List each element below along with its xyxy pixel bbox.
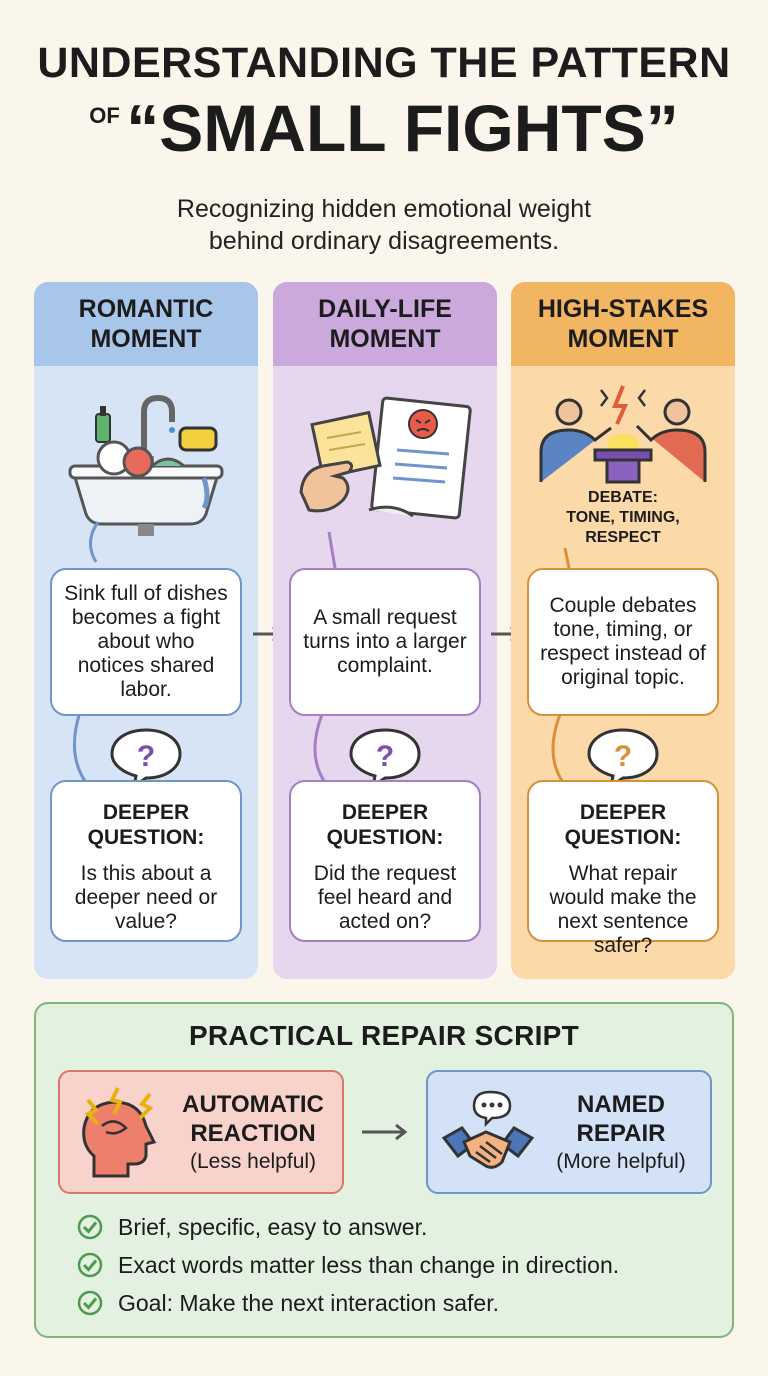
subtitle: Recognizing hidden emotional weight behi… bbox=[0, 193, 768, 257]
check-text: Goal: Make the next interaction safer. bbox=[118, 1289, 499, 1316]
deeper-question-text: Did the request feel heard and acted on? bbox=[313, 862, 457, 933]
question-icon: ? bbox=[349, 728, 421, 788]
named-label-2: REPAIR bbox=[576, 1120, 666, 1147]
caption-line-1: DEBATE: bbox=[588, 489, 658, 506]
column-romantic: ROMANTIC MOMENT Sink full of dishes beco… bbox=[34, 282, 258, 979]
page-title: UNDERSTANDING THE PATTERN OF “SMALL FIGH… bbox=[0, 39, 768, 162]
deeper-question-text: Is this about a deeper need or value? bbox=[74, 862, 218, 933]
check-list: Brief, specific, easy to answer. Exact w… bbox=[76, 1208, 619, 1322]
heading-line-2: MOMENT bbox=[329, 325, 441, 353]
subtitle-line-2: behind ordinary disagreements. bbox=[208, 227, 560, 255]
svg-text:?: ? bbox=[376, 740, 394, 773]
auto-sub: (Less helpful) bbox=[189, 1150, 317, 1173]
deeper-question-title: DEEPER QUESTION: bbox=[88, 800, 205, 850]
title-of: OF bbox=[89, 103, 120, 128]
check-text: Brief, specific, easy to answer. bbox=[118, 1213, 428, 1240]
svg-text:?: ? bbox=[137, 740, 155, 773]
heading-line-2: MOMENT bbox=[90, 325, 202, 353]
column-daily-life: DAILY-LIFE MOMENT A small request turns … bbox=[273, 282, 497, 979]
dq-title-line-1: DEEPER bbox=[579, 801, 667, 824]
deeper-question-title: DEEPER QUESTION: bbox=[565, 800, 682, 850]
column-heading: DAILY-LIFE MOMENT bbox=[273, 282, 497, 366]
caption-line-2: TONE, TIMING, bbox=[566, 509, 680, 526]
deeper-question-text: What repair would make the next sentence… bbox=[549, 862, 697, 957]
subtitle-line-1: Recognizing hidden emotional weight bbox=[176, 195, 592, 223]
list-item: Exact words matter less than change in d… bbox=[76, 1246, 619, 1284]
named-label-1: NAMED bbox=[577, 1091, 665, 1118]
heading-line-1: HIGH-STAKES bbox=[537, 295, 709, 323]
heading-line-1: ROMANTIC bbox=[78, 295, 214, 323]
note-complaint-icon bbox=[299, 396, 472, 520]
deeper-question-bubble: DEEPER QUESTION: Is this about a deeper … bbox=[50, 780, 242, 942]
automatic-reaction-box: AUTOMATIC REACTION (Less helpful) bbox=[58, 1070, 344, 1194]
debate-caption: DEBATE: TONE, TIMING, RESPECT bbox=[511, 488, 735, 548]
list-item: Brief, specific, easy to answer. bbox=[76, 1208, 619, 1246]
statement-bubble: Sink full of dishes becomes a fight abou… bbox=[50, 568, 242, 716]
caption-line-3: RESPECT bbox=[585, 529, 661, 546]
check-circle-icon bbox=[77, 1214, 103, 1240]
automatic-reaction-text: AUTOMATIC REACTION (Less helpful) bbox=[168, 1090, 338, 1175]
heading-line-1: DAILY-LIFE bbox=[318, 295, 452, 323]
statement-bubble: A small request turns into a larger comp… bbox=[289, 568, 481, 716]
title-small-fights: “SMALL FIGHTS” bbox=[126, 91, 679, 165]
check-circle-icon bbox=[77, 1290, 103, 1316]
list-item: Goal: Make the next interaction safer. bbox=[76, 1284, 619, 1322]
dq-title-line-2: QUESTION: bbox=[326, 826, 444, 849]
column-heading: ROMANTIC MOMENT bbox=[34, 282, 258, 366]
handshake-icon bbox=[441, 1090, 535, 1169]
question-icon: ? bbox=[587, 728, 659, 788]
dq-title-line-2: QUESTION: bbox=[564, 826, 682, 849]
auto-label-2: REACTION bbox=[190, 1120, 316, 1147]
arrow-right-icon bbox=[362, 1123, 408, 1141]
repair-title: PRACTICAL REPAIR SCRIPT bbox=[188, 1020, 580, 1051]
deeper-question-bubble: DEEPER QUESTION: What repair would make … bbox=[527, 780, 719, 957]
column-high-stakes: HIGH-STAKES MOMENT DEBATE: TONE, TIMING,… bbox=[511, 282, 735, 979]
deeper-question-title: DEEPER QUESTION: bbox=[327, 800, 444, 850]
deeper-question-bubble: DEEPER QUESTION: Did the request feel he… bbox=[289, 780, 481, 942]
column-heading: HIGH-STAKES MOMENT bbox=[511, 282, 735, 366]
check-circle-icon bbox=[77, 1252, 103, 1278]
repair-script-panel: PRACTICAL REPAIR SCRIPT AUTOMATIC REACTI… bbox=[34, 1002, 734, 1338]
dq-title-line-2: QUESTION: bbox=[87, 826, 205, 849]
question-icon: ? bbox=[110, 728, 182, 788]
debate-podium-icon bbox=[539, 385, 707, 484]
sink-dishes-icon bbox=[68, 394, 224, 536]
check-text: Exact words matter less than change in d… bbox=[118, 1251, 620, 1278]
title-line-2: OF “SMALL FIGHTS” bbox=[0, 95, 768, 161]
stressed-head-icon bbox=[82, 1087, 157, 1178]
auto-label-1: AUTOMATIC bbox=[182, 1091, 324, 1118]
dq-title-line-1: DEEPER bbox=[102, 801, 190, 824]
dq-title-line-1: DEEPER bbox=[341, 801, 429, 824]
statement-bubble: Couple debates tone, timing, or respect … bbox=[527, 568, 719, 716]
named-sub: (More helpful) bbox=[556, 1150, 686, 1173]
named-repair-text: NAMED REPAIR (More helpful) bbox=[536, 1090, 706, 1175]
heading-line-2: MOMENT bbox=[567, 325, 679, 353]
svg-text:?: ? bbox=[614, 740, 632, 773]
named-repair-box: NAMED REPAIR (More helpful) bbox=[426, 1070, 712, 1194]
title-line-1: UNDERSTANDING THE PATTERN bbox=[37, 39, 731, 87]
